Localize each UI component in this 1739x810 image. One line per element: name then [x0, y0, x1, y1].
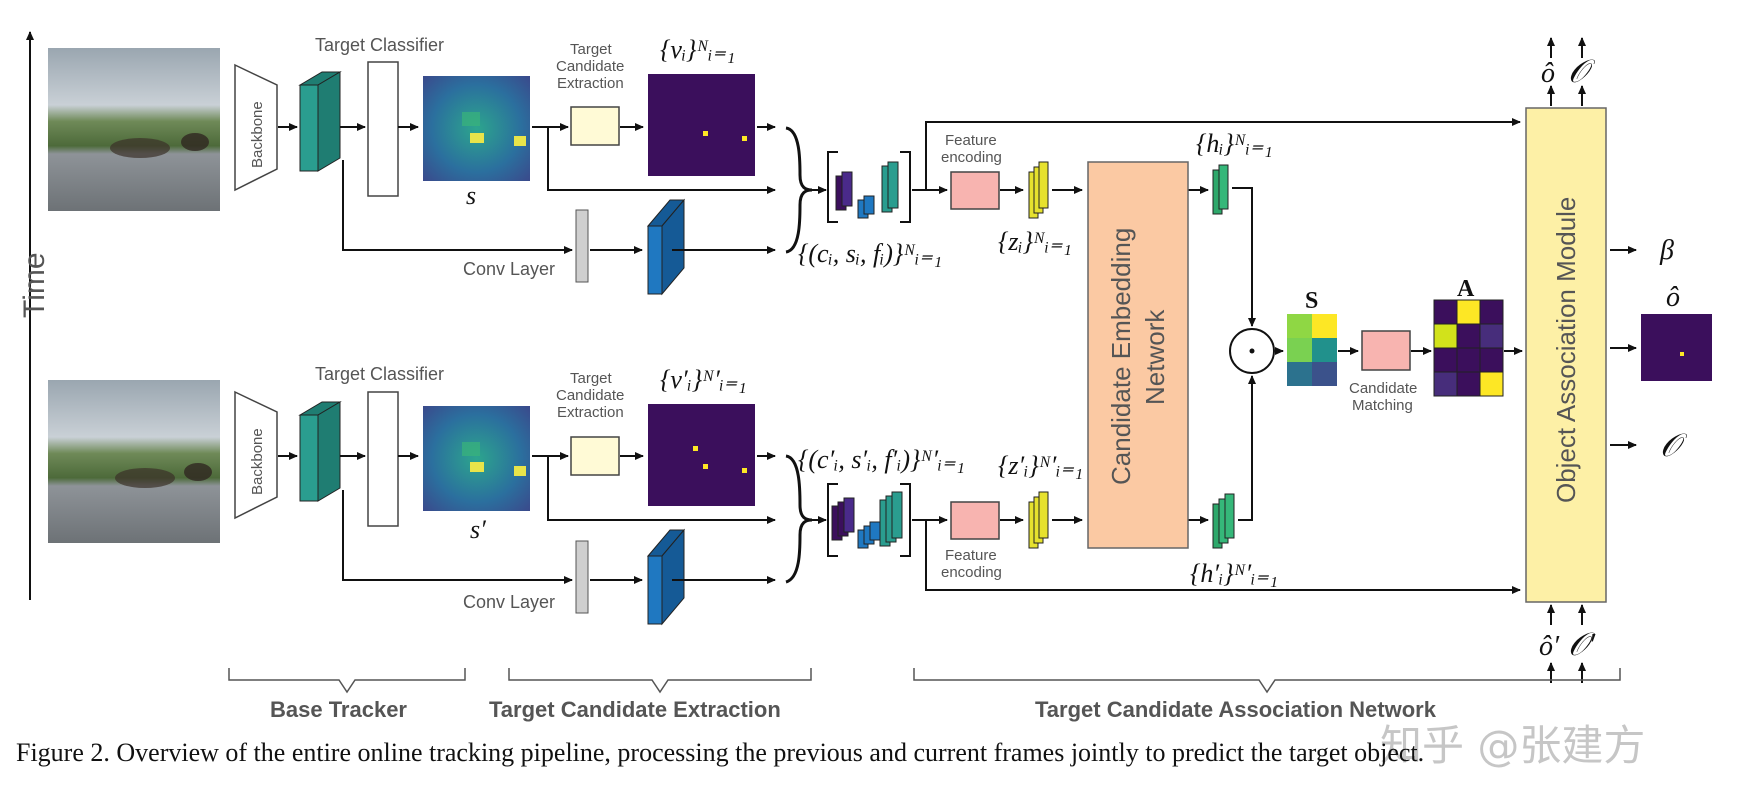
object-association-module: Object Association Module ô 𝒪 ô′ 𝒪′ β ô … — [1525, 37, 1712, 683]
feature-encoding-label-line2: encoding — [941, 149, 1002, 166]
tce-label-line3: Extraction — [557, 75, 624, 92]
h-embedding-stack — [1212, 164, 1229, 215]
watermark: 知乎 @张建方 — [1380, 721, 1646, 770]
time-axis: Time — [18, 31, 51, 600]
section-base-tracker: Base Tracker — [270, 697, 407, 722]
section-braces: Base Tracker Target Candidate Extraction… — [228, 668, 1621, 722]
backbone-label: Backbone — [249, 428, 266, 495]
candidate-extraction-block — [570, 436, 620, 476]
candidate-dot — [742, 136, 747, 141]
candidate-embedding-network: Candidate Embedding Network — [1087, 161, 1189, 549]
candidate-matching-block — [1361, 330, 1411, 371]
tce-label-line2: Candidate — [556, 58, 624, 75]
section-target-candidate-extraction: Target Candidate Extraction — [489, 697, 781, 722]
conv-layer-label: Conv Layer — [463, 259, 555, 279]
h-prime-set-label: {h′ᵢ}ᴺ′ᵢ₌₁ — [1190, 559, 1278, 588]
o-set-prime-label: 𝒪′ — [1568, 626, 1596, 662]
s-matrix-label: S — [1305, 288, 1318, 314]
feature-encoding-block — [950, 501, 1000, 540]
tce-label-line2: Candidate — [556, 387, 624, 404]
conv-feature-map — [646, 528, 686, 626]
candidate-map — [648, 404, 755, 506]
o-set-output-label: 𝒪 — [1660, 427, 1688, 463]
score-symbol-prime: s′ — [470, 515, 486, 544]
a-matrix-label: A — [1457, 276, 1475, 302]
score-map — [423, 406, 530, 511]
backbone-label: Backbone — [249, 101, 266, 168]
target-classifier-block — [367, 61, 399, 197]
oam-label: Object Association Module — [1551, 197, 1581, 503]
candidate-dot — [693, 446, 698, 451]
feature-encoding-label-line2: encoding — [941, 564, 1002, 581]
candidate-matching-label-line2: Matching — [1352, 397, 1413, 414]
candidate-matching-label-line1: Candidate — [1349, 380, 1417, 397]
merge-brace — [785, 126, 813, 254]
o-hat-top-label: ô — [1541, 58, 1555, 89]
similarity-matrix — [1287, 314, 1337, 386]
o-set-top-label: 𝒪 — [1568, 53, 1596, 89]
score-symbol: s — [466, 181, 476, 210]
cen-label-line2: Network — [1140, 309, 1170, 405]
z-set-label: {zᵢ}ᴺᵢ₌₁ — [998, 227, 1072, 256]
figure-caption: Figure 2. Overview of the entire online … — [16, 738, 1425, 767]
z-encoding-stack — [1028, 161, 1049, 219]
merge-brace — [785, 454, 813, 584]
target-classifier-label: Target Classifier — [315, 364, 444, 384]
o-hat-prime-label: ô′ — [1539, 631, 1560, 662]
z-prime-set-label: {z′ᵢ}ᴺ′ᵢ₌₁ — [998, 451, 1083, 480]
score-map — [423, 76, 530, 181]
v-set-label: {vᵢ}ᴺᵢ₌₁ — [660, 35, 735, 64]
h-prime-embedding-stack — [1212, 493, 1235, 549]
candidate-dot — [703, 464, 708, 469]
cen-label-line1: Candidate Embedding — [1106, 228, 1136, 485]
candidate-dot — [742, 468, 747, 473]
backbone-feature-map — [298, 401, 342, 502]
time-label: Time — [18, 252, 51, 318]
backbone-feature-map — [298, 71, 342, 172]
top-row: Backbone Target Classifier s Target Cand… — [48, 35, 1521, 327]
backbone-block — [234, 63, 278, 192]
z-prime-encoding-stack — [1028, 491, 1049, 549]
tce-label-line1: Target — [570, 370, 613, 387]
csf-prime-set-label: {(c′ᵢ, s′ᵢ, f′ᵢ)}ᴺ′ᵢ₌₁ — [798, 445, 965, 474]
section-target-candidate-association-network: Target Candidate Association Network — [1035, 697, 1437, 722]
feature-encoding-label-line1: Feature — [945, 132, 997, 149]
conv-layer-label: Conv Layer — [463, 592, 555, 612]
candidate-tensor-stack — [827, 483, 911, 557]
candidate-tensor-stack — [827, 151, 911, 223]
conv-layer-block — [575, 209, 589, 283]
target-classifier-label: Target Classifier — [315, 35, 444, 55]
beta-output-label: β — [1659, 235, 1674, 266]
target-prediction-dot — [1680, 352, 1684, 356]
feature-encoding-label-line1: Feature — [945, 547, 997, 564]
o-hat-output-label: ô — [1666, 282, 1680, 313]
feature-encoding-block — [950, 171, 1000, 210]
candidate-dot — [703, 131, 708, 136]
conv-layer-block — [575, 540, 589, 614]
conv-feature-map — [646, 198, 686, 296]
target-classifier-block — [367, 391, 399, 527]
candidate-extraction-block — [570, 106, 620, 146]
csf-set-label: {(cᵢ, sᵢ, fᵢ)}ᴺᵢ₌₁ — [798, 239, 942, 268]
assignment-matrix — [1433, 299, 1504, 397]
v-prime-set-label: {v′ᵢ}ᴺ′ᵢ₌₁ — [660, 365, 747, 394]
matching-section: S Candidate Matching A — [1229, 276, 1523, 414]
target-prediction-map — [1641, 314, 1712, 381]
bottom-row: Backbone Target Classifier s′ Target Can… — [48, 364, 1521, 626]
previous-frame-image — [48, 48, 220, 211]
backbone-block — [234, 390, 278, 520]
current-frame-image — [48, 380, 220, 543]
tce-label-line1: Target — [570, 41, 613, 58]
h-set-label: {hᵢ}ᴺᵢ₌₁ — [1196, 129, 1273, 158]
tce-label-line3: Extraction — [557, 404, 624, 421]
candidate-map — [648, 74, 755, 176]
